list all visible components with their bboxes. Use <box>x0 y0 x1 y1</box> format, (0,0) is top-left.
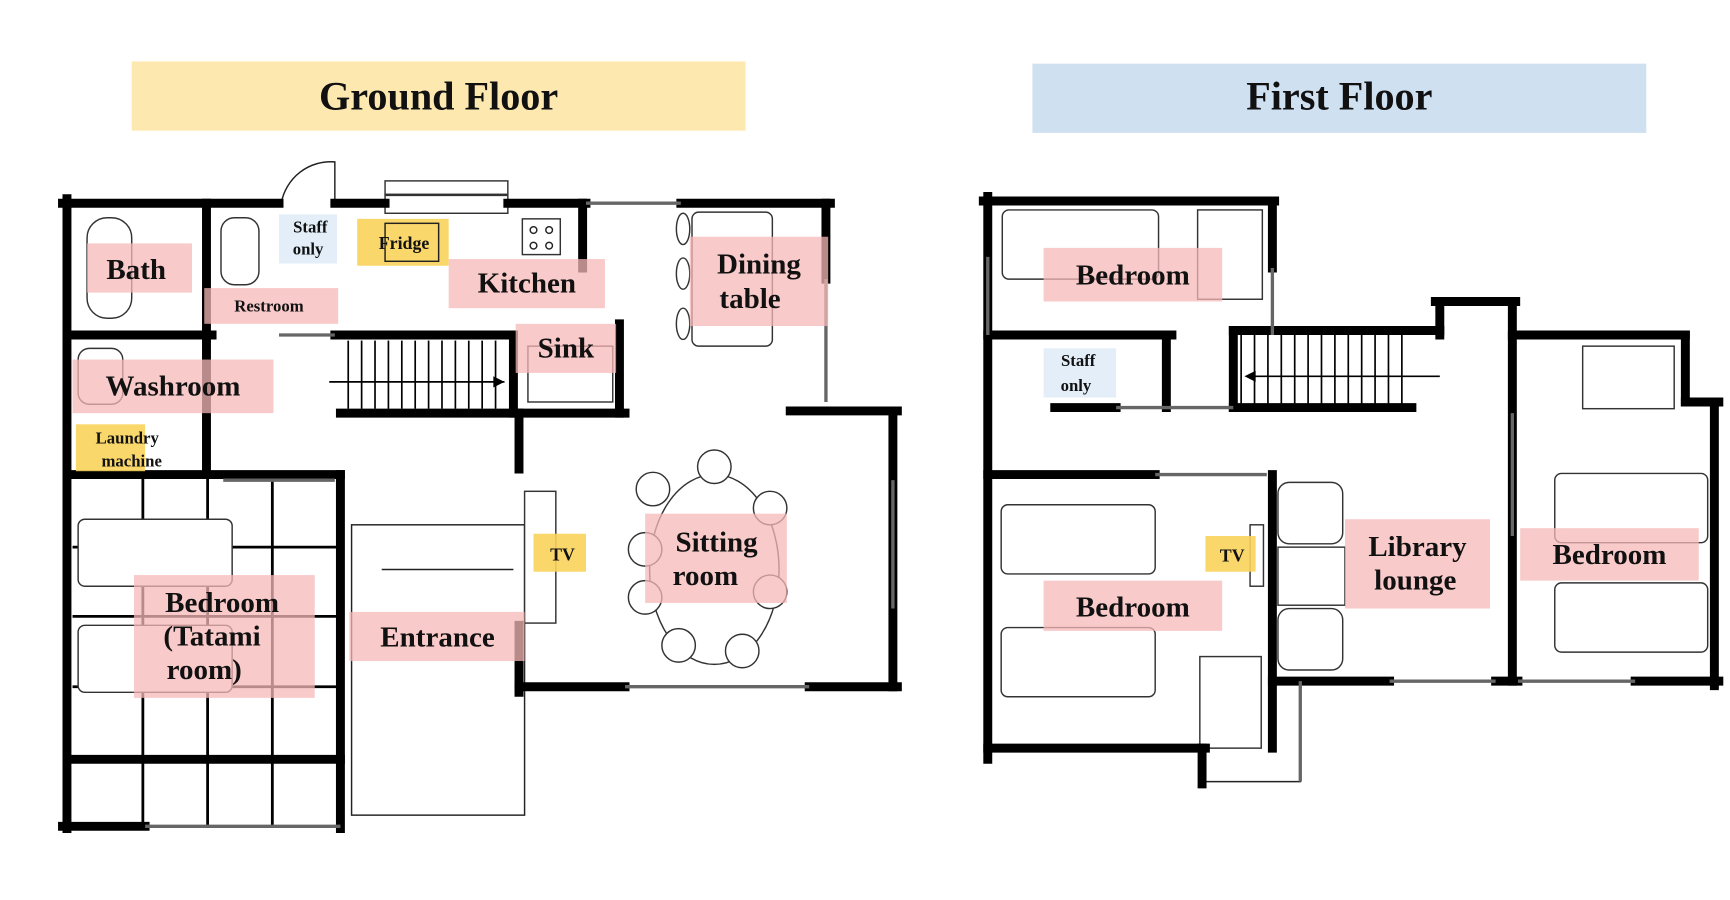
room-label-staff-only: Staff only <box>279 214 338 264</box>
room-label-tv-first: TV <box>1205 535 1256 572</box>
room-label-kitchen: Kitchen <box>448 259 605 309</box>
coffee-table-icon <box>1277 546 1346 606</box>
chair-icon <box>696 449 732 485</box>
chair-icon <box>675 307 691 341</box>
armchair-icon <box>1277 607 1344 671</box>
label-text: Laundry <box>96 428 160 447</box>
label-text: TV <box>550 545 575 565</box>
label-text: TV <box>1220 546 1245 566</box>
stairs-arrow-icon <box>1244 370 1256 382</box>
room-label-bedroom-left: Bedroom <box>1043 580 1223 631</box>
toilet-icon <box>220 217 260 286</box>
label-text: table <box>719 283 780 315</box>
stairs-first <box>1240 334 1403 405</box>
label-text: Bedroom <box>1076 591 1190 623</box>
label-text: Staff <box>293 217 328 236</box>
chair-icon <box>635 471 671 507</box>
first-floor-header: First Floor <box>1032 63 1647 133</box>
chair-icon <box>675 212 691 246</box>
chair-icon <box>724 633 760 669</box>
room-label-laundry-machine: Laundry machine <box>75 424 162 472</box>
label-text: (Tatami <box>163 620 260 652</box>
bed-icon <box>1000 626 1156 698</box>
room-label-tv: TV <box>533 533 586 572</box>
label-text: Library <box>1368 531 1467 563</box>
stove-icon <box>521 218 562 256</box>
chair-icon <box>661 627 697 663</box>
label-text: room) <box>167 654 242 686</box>
label-text: Kitchen <box>478 268 576 300</box>
label-text: lounge <box>1374 565 1456 597</box>
label-text: Bath <box>106 254 166 286</box>
label-text: machine <box>101 452 161 471</box>
bed-icon <box>1000 503 1156 575</box>
room-label-fridge: Fridge <box>357 218 449 266</box>
room-label-bedroom-top: Bedroom <box>1043 247 1223 302</box>
desk-icon <box>1199 655 1262 749</box>
label-text: room <box>673 560 739 592</box>
label-text: Bedroom <box>1076 260 1190 292</box>
room-label-restroom: Restroom <box>204 288 339 324</box>
room-label-staff-only-first: Staff only <box>1043 348 1117 398</box>
label-text: Dining <box>717 249 801 281</box>
window-icon <box>384 180 509 196</box>
label-text: only <box>1061 376 1092 395</box>
label-text: Fridge <box>379 233 430 253</box>
label-text: Sitting <box>675 527 758 559</box>
chair-icon <box>675 257 691 290</box>
label-text: Bedroom <box>165 587 279 619</box>
label-text: Sink <box>538 332 595 364</box>
ground-floor-header: Ground Floor <box>131 61 746 131</box>
room-label-bedroom-right: Bedroom <box>1520 528 1699 581</box>
walls <box>58 192 1724 834</box>
label-text: Washroom <box>106 370 241 402</box>
desk-icon <box>1581 345 1675 410</box>
label-text: Bedroom <box>1553 539 1667 571</box>
room-label-sink: Sink <box>515 323 617 373</box>
label-text: Staff <box>1061 351 1096 370</box>
armchair-icon <box>1277 481 1344 545</box>
first-floor-title: First Floor <box>1246 73 1432 118</box>
room-label-bath: Bath <box>87 243 192 293</box>
label-text: Entrance <box>380 622 495 654</box>
room-label-washroom: Washroom <box>72 359 274 414</box>
stairs-arrow-icon <box>493 376 505 388</box>
label-text: Restroom <box>234 297 303 316</box>
label-text: only <box>293 240 324 259</box>
bed-icon <box>1554 582 1709 653</box>
room-label-entrance: Entrance <box>349 611 525 662</box>
door-swing-icon <box>280 161 336 204</box>
stairs-ground <box>347 340 497 409</box>
ground-floor-title: Ground Floor <box>319 73 558 118</box>
entrance-porch <box>350 524 526 816</box>
